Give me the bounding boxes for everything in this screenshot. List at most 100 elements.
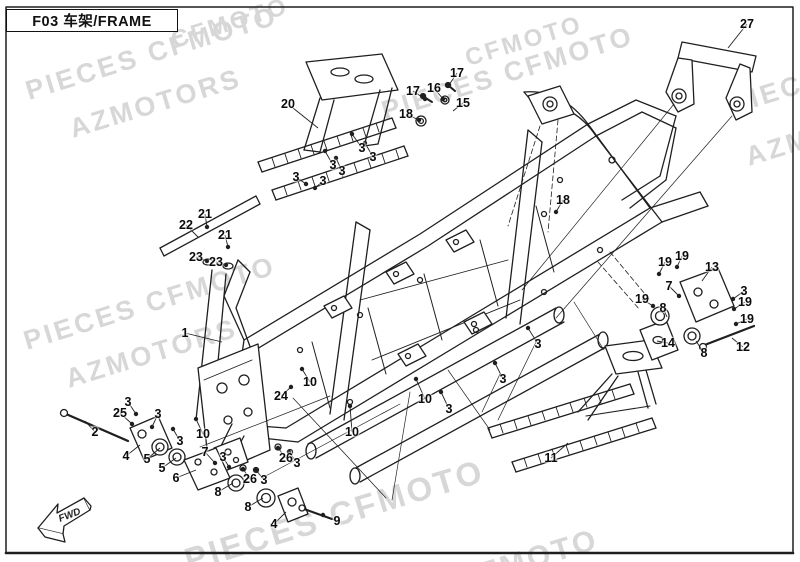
callout-leader bbox=[412, 90, 426, 100]
part-callout-5: 5 bbox=[158, 460, 166, 475]
fastener-dot bbox=[525, 325, 531, 331]
callout-leader bbox=[656, 340, 669, 344]
fastener-dot bbox=[416, 117, 422, 123]
callout-leader bbox=[452, 102, 464, 112]
callout-leader bbox=[433, 87, 444, 100]
callout-leader bbox=[217, 482, 234, 493]
fastener-dot bbox=[674, 264, 680, 270]
part-callout-12: 12 bbox=[736, 339, 750, 354]
part-callout-2: 2 bbox=[91, 424, 99, 439]
fastener-dot bbox=[288, 384, 294, 390]
right-mount-parts bbox=[597, 251, 756, 361]
part-callout-13: 13 bbox=[705, 259, 719, 274]
part-callout-3: 3 bbox=[369, 149, 377, 164]
fastener-dot bbox=[676, 293, 682, 299]
part-callout-3: 3 bbox=[445, 401, 453, 416]
fastener-dot bbox=[299, 366, 305, 372]
fastener-dot bbox=[413, 376, 419, 382]
part-callout-19: 19 bbox=[658, 254, 672, 269]
bracket-27-part bbox=[521, 41, 757, 319]
callout-leader bbox=[247, 497, 264, 508]
part-callout-23: 23 bbox=[189, 249, 203, 264]
callout-leader bbox=[658, 261, 666, 275]
main-frame bbox=[159, 91, 709, 485]
fastener-dot bbox=[204, 224, 210, 230]
part-callout-18: 18 bbox=[556, 192, 570, 207]
part-callout-3: 3 bbox=[219, 449, 227, 464]
part-callout-14: 14 bbox=[661, 335, 675, 350]
callout-leader bbox=[151, 413, 159, 428]
part-callout-21: 21 bbox=[198, 206, 212, 221]
callout-leader bbox=[322, 514, 338, 522]
fastener-dot bbox=[170, 426, 176, 432]
part-callout-10: 10 bbox=[303, 374, 317, 389]
part-callout-19: 19 bbox=[675, 248, 689, 263]
part-callout-4: 4 bbox=[122, 448, 130, 463]
fastener-dot bbox=[446, 82, 452, 88]
fastener-dot bbox=[212, 460, 218, 466]
fastener-dot bbox=[362, 140, 368, 146]
part-callout-22: 22 bbox=[179, 217, 193, 232]
part-callout-3: 3 bbox=[319, 173, 327, 188]
part-callout-17: 17 bbox=[450, 65, 464, 80]
fwd-arrow: FWD bbox=[37, 497, 92, 543]
callout-leader bbox=[555, 199, 564, 213]
fastener-dot bbox=[312, 185, 318, 191]
callout-leader bbox=[175, 469, 197, 479]
part-callout-16: 16 bbox=[427, 80, 441, 95]
callout-leader bbox=[494, 362, 504, 380]
part-callout-8: 8 bbox=[700, 345, 708, 360]
fastener-dot bbox=[333, 155, 339, 161]
callout-leader bbox=[732, 290, 745, 300]
callout-leader bbox=[195, 418, 204, 435]
rack-20-part bbox=[257, 53, 409, 201]
left-mount-parts bbox=[59, 341, 537, 523]
part-callout-21: 21 bbox=[218, 227, 232, 242]
fastener-dot bbox=[240, 466, 246, 472]
part-callout-10: 10 bbox=[418, 391, 432, 406]
part-callout-15: 15 bbox=[456, 95, 470, 110]
fastener-dot bbox=[226, 464, 232, 470]
callout-leader bbox=[405, 113, 420, 121]
part-callout-3: 3 bbox=[499, 371, 507, 386]
part-callout-10: 10 bbox=[345, 424, 359, 439]
part-callout-6: 6 bbox=[172, 470, 180, 485]
fastener-dot bbox=[650, 303, 656, 309]
callout-leader bbox=[84, 420, 96, 433]
part-callout-3: 3 bbox=[338, 163, 346, 178]
fastener-dot bbox=[303, 181, 309, 187]
fastener-dot bbox=[225, 244, 231, 250]
part-callout-3: 3 bbox=[534, 336, 542, 351]
fastener-dot bbox=[440, 96, 446, 102]
callout-leader bbox=[668, 285, 680, 297]
part-callout-24: 24 bbox=[274, 388, 288, 403]
part-callout-17: 17 bbox=[406, 83, 420, 98]
callout-leader bbox=[440, 391, 450, 410]
fastener-dot bbox=[656, 271, 662, 277]
part-callout-7: 7 bbox=[665, 278, 673, 293]
bracket-15-18-part bbox=[415, 81, 575, 233]
callout-leader bbox=[172, 428, 181, 442]
fastener-dot bbox=[275, 445, 281, 451]
part-callout-3: 3 bbox=[358, 140, 366, 155]
fastener-dot bbox=[553, 209, 559, 215]
fastener-dot bbox=[492, 360, 498, 366]
fastener-dot bbox=[133, 411, 139, 417]
page-title: F03 车架/FRAME bbox=[32, 14, 152, 30]
fastener-dot bbox=[149, 424, 155, 430]
callout-leader bbox=[287, 103, 319, 129]
part-callout-8: 8 bbox=[659, 300, 667, 315]
fastener-dot bbox=[286, 449, 292, 455]
part-callout-11: 11 bbox=[544, 450, 558, 465]
part-callout-26: 26 bbox=[243, 471, 257, 486]
part-callout-5: 5 bbox=[143, 451, 151, 466]
part-callout-27: 27 bbox=[740, 16, 754, 31]
callout-leader bbox=[273, 511, 287, 525]
callout-leader bbox=[161, 457, 177, 469]
callout-leader bbox=[527, 327, 539, 345]
callout-leader bbox=[301, 368, 311, 383]
callout-leader bbox=[146, 447, 161, 460]
callout-leader bbox=[415, 378, 426, 400]
